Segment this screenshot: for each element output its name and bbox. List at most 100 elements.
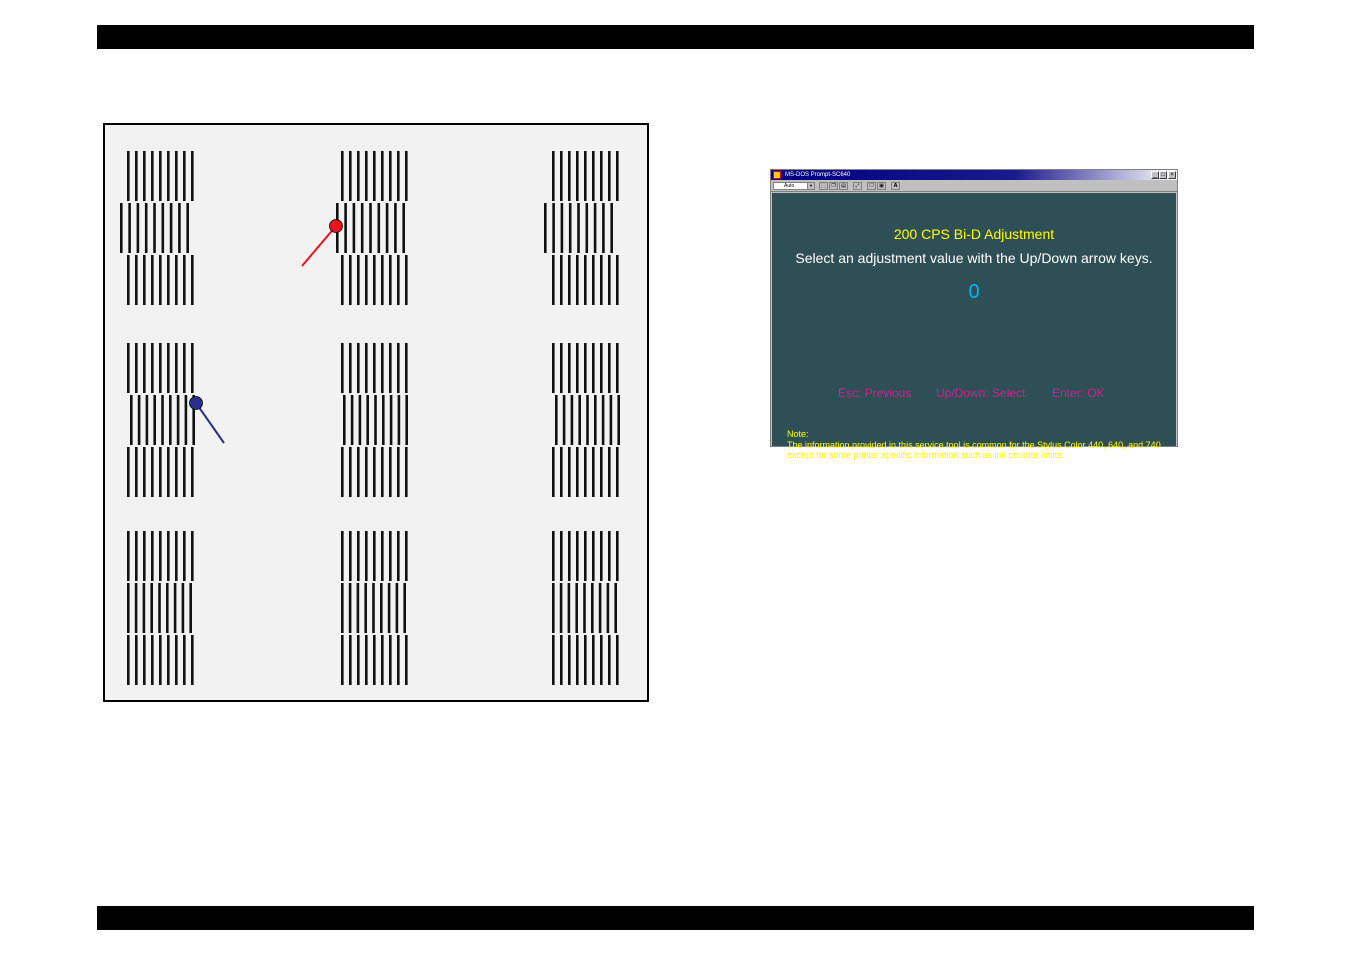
pattern-line — [350, 395, 354, 445]
adjustment-title: 200 CPS Bi-D Adjustment — [893, 226, 1055, 242]
pattern-line — [601, 395, 605, 445]
pattern-line — [135, 635, 138, 685]
pattern-line — [405, 395, 408, 445]
background-icon[interactable]: ▣ — [877, 182, 886, 190]
pattern-line — [158, 583, 161, 633]
pattern-line — [405, 255, 408, 305]
pattern-line — [608, 343, 611, 393]
pattern-line — [544, 203, 547, 253]
pattern-line — [380, 583, 383, 633]
pattern-line — [610, 203, 613, 253]
copy-icon[interactable]: ❐ — [829, 182, 838, 190]
font-icon[interactable]: A — [891, 182, 900, 190]
pattern-line — [592, 343, 595, 393]
pattern-line — [608, 447, 611, 497]
key-hint-esc: Esc: Previous — [838, 386, 912, 400]
paste-icon[interactable]: ▤ — [839, 182, 848, 190]
pattern-line — [151, 531, 154, 581]
pattern-line — [343, 395, 346, 445]
pattern-block — [552, 343, 620, 497]
note-text: The information provided in this service… — [787, 440, 1161, 460]
pattern-line — [593, 203, 597, 253]
pattern-line — [341, 447, 344, 497]
pattern-line — [373, 447, 376, 497]
properties-icon[interactable]: ☐ — [867, 182, 876, 190]
msdos-app-icon[interactable] — [773, 171, 781, 179]
pattern-line — [144, 203, 148, 253]
pattern-line — [608, 255, 611, 305]
pattern-line — [381, 531, 384, 581]
pattern-line — [175, 151, 178, 201]
pattern-line — [576, 343, 579, 393]
pattern-line — [358, 395, 362, 445]
pattern-line — [594, 395, 597, 445]
pattern-line — [365, 151, 368, 201]
pattern-line — [151, 255, 154, 305]
pattern-line — [394, 203, 397, 253]
pattern-line — [381, 635, 384, 685]
pattern-line — [127, 447, 130, 497]
pattern-line — [584, 151, 587, 201]
pattern-line — [364, 583, 367, 633]
pattern-line — [389, 395, 393, 445]
pattern-line — [127, 531, 130, 581]
pattern-line — [600, 531, 603, 581]
pattern-line — [365, 635, 368, 685]
close-button[interactable]: × — [1168, 171, 1176, 179]
adjustment-value[interactable]: 0 — [968, 281, 980, 303]
pattern-line — [192, 395, 195, 445]
mark-icon[interactable]: ⬚ — [819, 182, 828, 190]
pattern-line — [186, 203, 189, 253]
pattern-line — [137, 395, 141, 445]
pattern-line — [175, 447, 178, 497]
pattern-line — [402, 203, 405, 253]
pattern-line — [357, 255, 360, 305]
pattern-line — [577, 203, 580, 253]
pattern-line — [128, 203, 131, 253]
pattern-line — [559, 583, 563, 633]
pattern-line — [130, 395, 133, 445]
fullscreen-icon[interactable]: ⤢ — [853, 182, 862, 190]
pattern-line — [609, 395, 613, 445]
pattern-line — [560, 203, 564, 253]
maximize-button[interactable]: □ — [1159, 171, 1167, 179]
pattern-line — [143, 531, 146, 581]
pattern-line — [584, 635, 587, 685]
header-bar — [97, 25, 1254, 49]
font-size-select[interactable]: Auto ▼ — [773, 182, 815, 190]
pattern-line — [183, 635, 186, 685]
pattern-line — [592, 151, 595, 201]
pattern-line — [365, 531, 368, 581]
pattern-line — [381, 151, 384, 201]
pattern-line — [560, 151, 563, 201]
pattern-line — [191, 151, 194, 201]
chevron-down-icon[interactable]: ▼ — [807, 183, 814, 189]
pattern-line — [562, 395, 566, 445]
pattern-line — [600, 343, 603, 393]
pattern-line — [127, 583, 130, 633]
window-titlebar[interactable]: MS-DOS Prompt-SC640 _ □ × — [771, 170, 1177, 180]
pattern-line — [135, 447, 138, 497]
pattern-line — [349, 635, 352, 685]
pattern-line — [159, 531, 162, 581]
key-hint-enter: Enter: OK — [1052, 386, 1105, 400]
dos-screen: 200 CPS Bi-D Adjustment Select an adjust… — [772, 193, 1176, 460]
pattern-line — [151, 447, 154, 497]
pattern-line — [167, 151, 170, 201]
pattern-line — [552, 531, 555, 581]
pattern-line — [602, 203, 605, 253]
pattern-line — [552, 255, 555, 305]
pattern-line — [397, 635, 400, 685]
pattern-line — [181, 583, 185, 633]
pattern-line — [568, 151, 571, 201]
minimize-button[interactable]: _ — [1151, 171, 1159, 179]
footer-bar — [97, 906, 1254, 930]
pattern-line — [617, 395, 620, 445]
pattern-line — [344, 203, 347, 253]
pattern-line — [159, 151, 162, 201]
pattern-line — [552, 447, 555, 497]
pattern-line — [369, 203, 372, 253]
pattern-line — [405, 447, 408, 497]
pattern-block — [341, 343, 408, 497]
pattern-line — [365, 255, 368, 305]
